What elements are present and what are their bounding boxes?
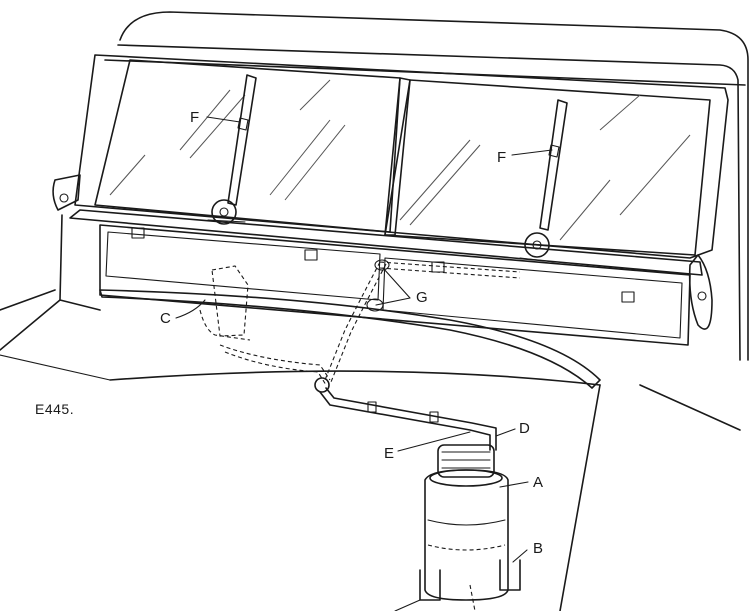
label-d: D [519,420,530,437]
windscreen-seal [99,289,601,389]
washer-hoses [219,261,521,386]
dash-panel [0,214,691,351]
windscreen-frame [69,54,729,276]
label-a: A [533,474,543,491]
bulkhead-grommet [314,377,330,393]
label-g: G [416,289,428,306]
left-wiper-arm [207,74,257,225]
right-windscreen-pane [384,79,711,256]
reservoir-bracket [394,559,521,611]
label-b: B [533,540,543,557]
right-wiper-arm [519,99,568,263]
label-c: C [160,310,171,327]
leader-lines [175,116,553,563]
washer-jet-c [199,265,251,341]
left-hinge [52,174,81,211]
right-hinge [688,254,713,330]
center-pillar [384,77,411,236]
t-piece-g [366,259,390,312]
bonnet-lines [0,354,741,611]
label-e: E [384,445,394,462]
label-f-right: F [497,149,506,166]
washer-reservoir [424,444,509,601]
figure-id: E445. [35,401,74,417]
label-f-left: F [190,109,199,126]
left-windscreen-pane [94,59,401,233]
supply-tube [319,387,497,451]
